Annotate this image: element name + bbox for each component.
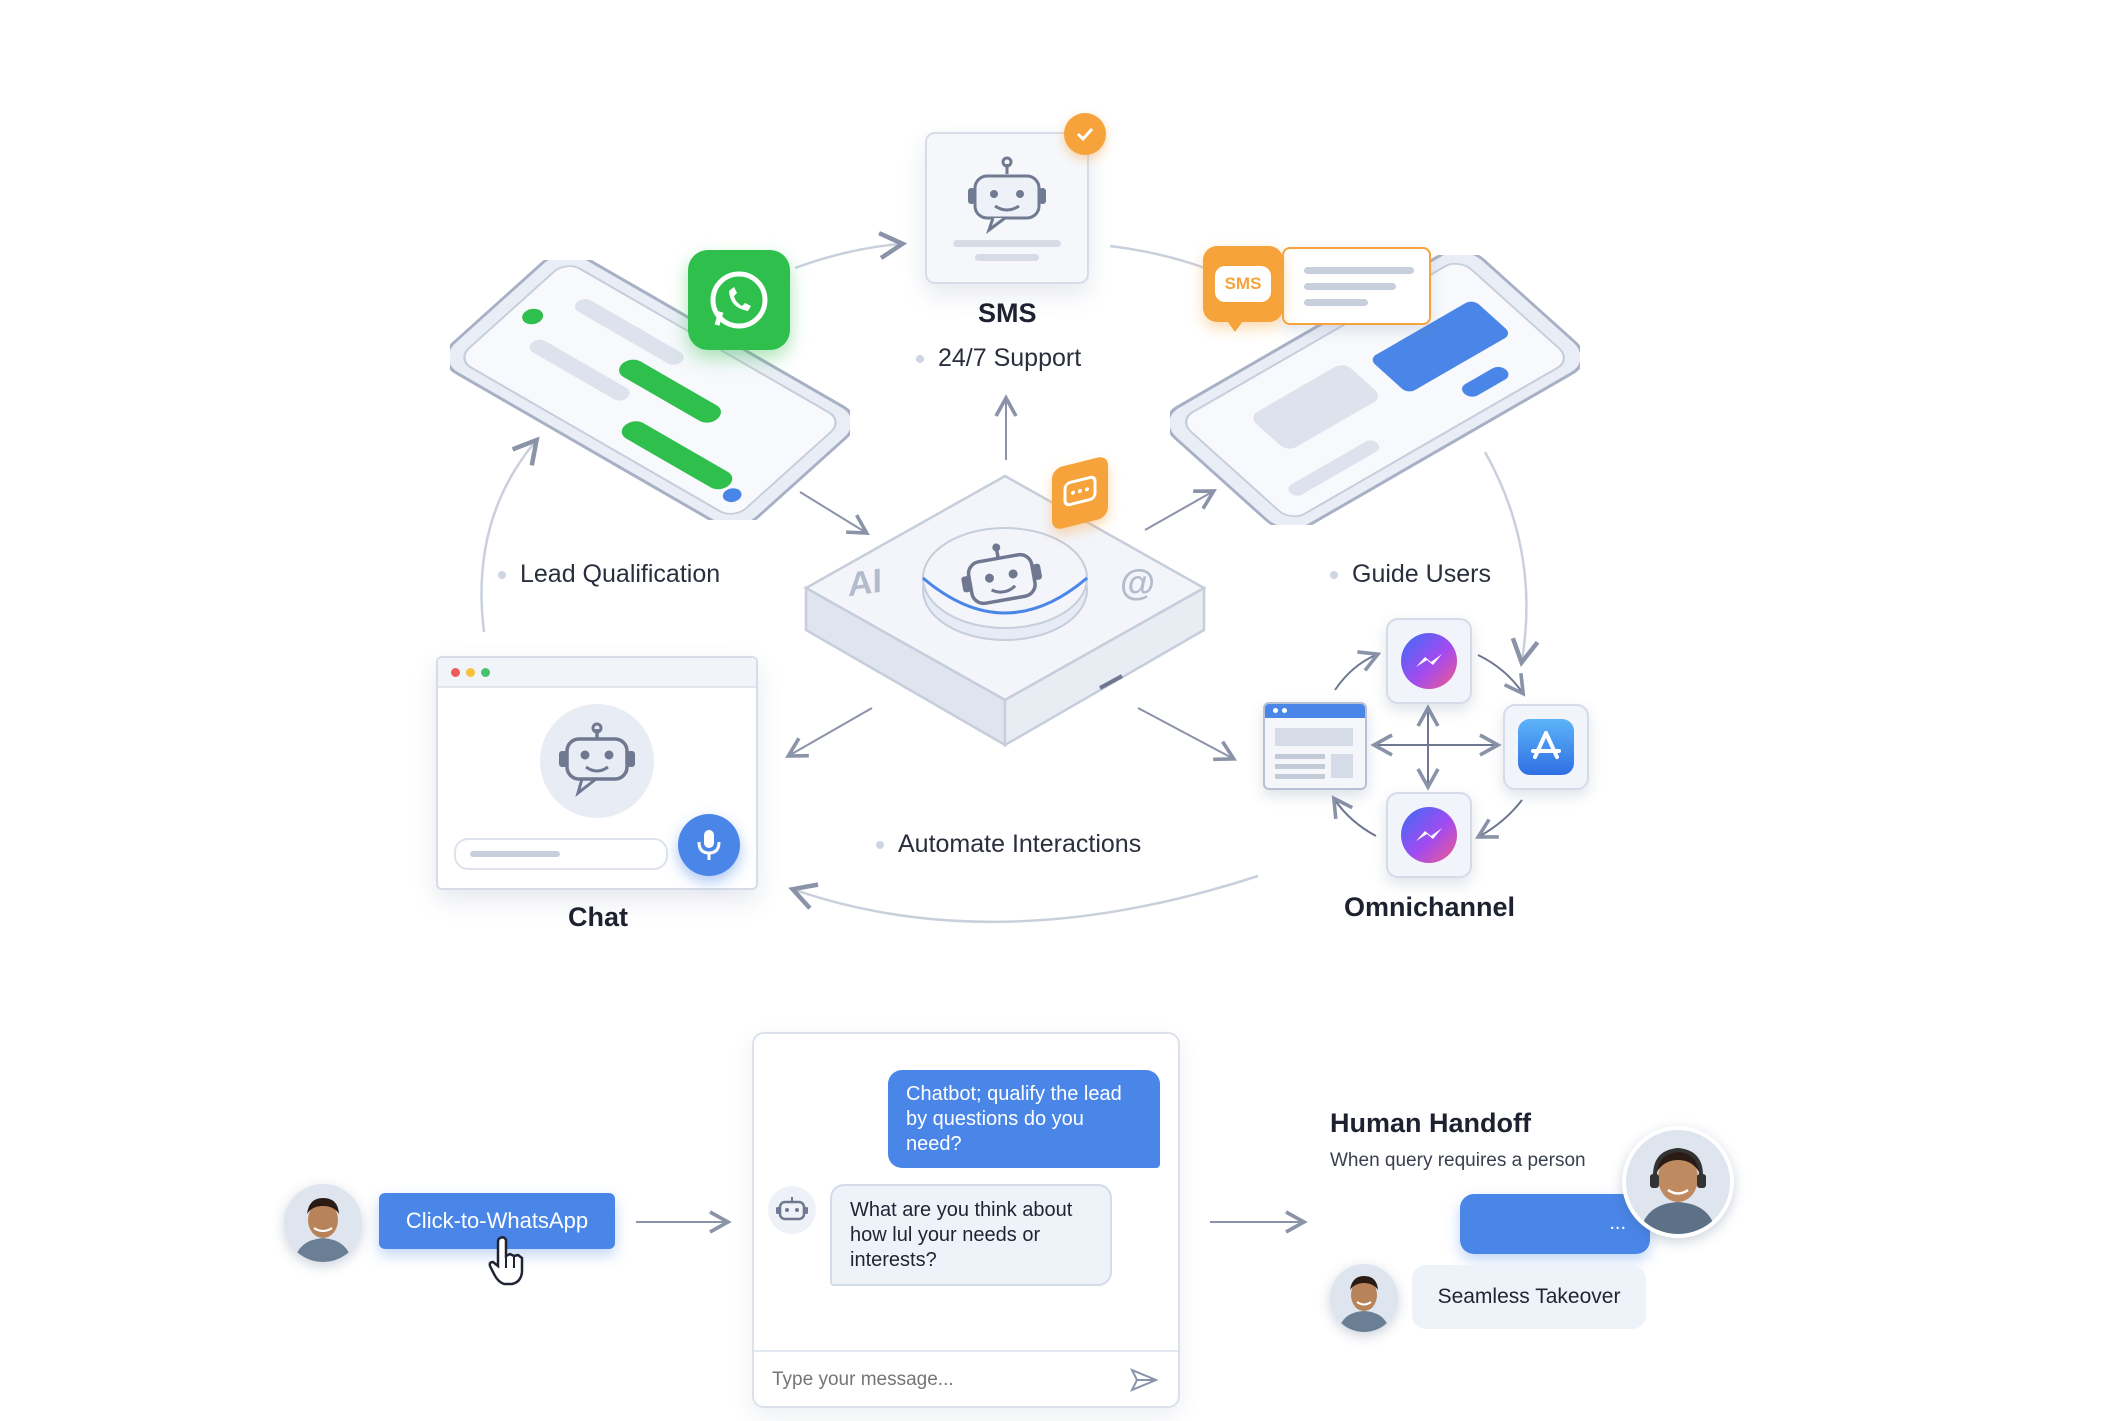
chat-message-user: Chatbot; qualify the lead by questions d… bbox=[888, 1070, 1160, 1168]
sms-badge-tail bbox=[1225, 318, 1245, 332]
message-input[interactable] bbox=[770, 1364, 1114, 1396]
app-store-icon bbox=[1518, 719, 1574, 775]
arrow-phone-to-hub bbox=[799, 491, 870, 535]
chat-message-bot: What are you think about how lul your ne… bbox=[830, 1184, 1112, 1286]
seamless-takeover-label: Seamless Takeover bbox=[1437, 1285, 1621, 1308]
arrow-hub-to-phone bbox=[1144, 489, 1217, 531]
label-24-7-support: 24/7 Support bbox=[916, 344, 1081, 373]
arrow-hub-to-chat bbox=[785, 707, 873, 758]
ai-hub bbox=[803, 474, 1207, 748]
chat-window bbox=[436, 656, 758, 890]
label-automate-interactions: Automate Interactions bbox=[876, 830, 1141, 859]
label-lead-qualification: Lead Qualification bbox=[498, 560, 720, 589]
robot-icon bbox=[953, 156, 1061, 261]
messenger-icon bbox=[1401, 807, 1457, 863]
check-badge-icon bbox=[1064, 113, 1106, 155]
messenger-tile-bottom bbox=[1386, 792, 1472, 878]
handoff-title: Human Handoff bbox=[1330, 1108, 1531, 1138]
typing-indicator: ... bbox=[1609, 1212, 1626, 1234]
arc-top-right bbox=[1109, 244, 1206, 270]
hand-cursor-icon bbox=[488, 1236, 524, 1286]
arc-bottom bbox=[788, 874, 1259, 924]
hub-robot-icon bbox=[961, 543, 1042, 606]
sms-title: SMS bbox=[978, 298, 1037, 328]
microphone-icon bbox=[697, 830, 721, 860]
arc-top-left bbox=[794, 231, 908, 270]
agent-typing-bubble: ... bbox=[1460, 1194, 1650, 1254]
window-close-dot bbox=[451, 668, 460, 677]
send-icon[interactable] bbox=[1130, 1368, 1158, 1392]
window-max-dot bbox=[481, 668, 490, 677]
hub-at-symbol: @ bbox=[1120, 562, 1156, 603]
chat-conversation-panel: Chatbot; qualify the lead by questions d… bbox=[752, 1032, 1180, 1408]
messenger-tile-top bbox=[1386, 618, 1472, 704]
omnichannel-title: Omnichannel bbox=[1344, 892, 1516, 922]
sms-phone bbox=[1170, 255, 1580, 525]
whatsapp-icon bbox=[688, 250, 790, 350]
customer-avatar bbox=[1330, 1264, 1398, 1332]
arrow-hub-to-omni bbox=[1137, 707, 1238, 762]
chat-notification-icon bbox=[1052, 455, 1108, 531]
chat-title: Chat bbox=[568, 902, 628, 932]
handoff-subtitle: When query requires a person bbox=[1330, 1150, 1586, 1171]
user-avatar bbox=[284, 1184, 362, 1262]
web-browser-tile bbox=[1263, 702, 1367, 790]
support-agent-avatar bbox=[1622, 1126, 1734, 1238]
label-guide-users: Guide Users bbox=[1330, 560, 1491, 589]
sms-card bbox=[925, 132, 1089, 284]
sms-message-bubble bbox=[1282, 247, 1431, 325]
sms-badge-icon: SMS bbox=[1203, 246, 1283, 322]
bot-avatar-icon bbox=[768, 1186, 816, 1234]
whatsapp-phone bbox=[450, 260, 850, 520]
click-to-whatsapp-button[interactable]: Click-to-WhatsApp bbox=[379, 1193, 615, 1249]
arc-right bbox=[1483, 451, 1540, 668]
messenger-icon bbox=[1401, 633, 1457, 689]
window-min-dot bbox=[466, 668, 475, 677]
chat-input-bar[interactable] bbox=[454, 838, 668, 870]
app-store-tile bbox=[1503, 704, 1589, 790]
microphone-button[interactable] bbox=[678, 814, 740, 876]
message-input-row bbox=[754, 1350, 1178, 1408]
seamless-takeover-bubble: Seamless Takeover bbox=[1412, 1265, 1646, 1329]
arc-left bbox=[480, 436, 540, 633]
chat-robot-icon bbox=[540, 704, 654, 818]
chat-window-titlebar bbox=[438, 658, 756, 688]
sms-badge-text: SMS bbox=[1214, 266, 1272, 302]
hub-ai-label: AI bbox=[848, 561, 882, 605]
